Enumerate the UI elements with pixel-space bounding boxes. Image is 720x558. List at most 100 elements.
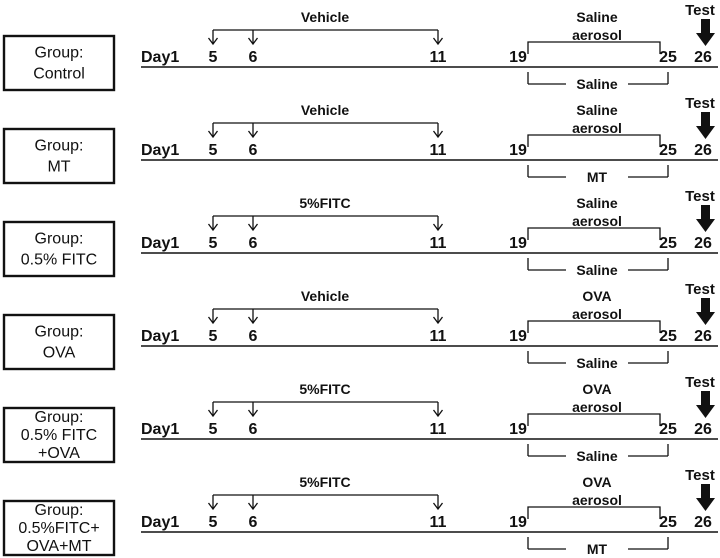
- day-label-25: 25: [659, 328, 677, 345]
- day-label-19: 19: [509, 328, 527, 345]
- aerosol-label-line: aerosol: [572, 27, 622, 43]
- aerosol-bracket: [527, 506, 661, 519]
- injection-arrow-head: [247, 409, 259, 418]
- treatment-label: Saline: [576, 448, 617, 464]
- aerosol-bracket: [527, 320, 661, 333]
- aerosol-label-line: aerosol: [572, 492, 622, 508]
- day-label-11: 11: [430, 142, 447, 159]
- test-arrow-shaft: [701, 205, 710, 221]
- group-label-line: Group:: [35, 138, 84, 155]
- injection-arrow-head: [432, 409, 444, 418]
- group-label-line: 0.5%FITC+: [18, 520, 99, 537]
- day-label-26: 26: [694, 49, 712, 66]
- aerosol-bracket: [527, 134, 661, 147]
- day-label-6: 6: [249, 514, 258, 531]
- aerosol-label-line: aerosol: [572, 120, 622, 136]
- sensitization-label: 5%FITC: [299, 195, 350, 211]
- day-label-11: 11: [430, 421, 447, 438]
- group-label-line: MT: [47, 159, 70, 176]
- day-label-25: 25: [659, 421, 677, 438]
- group-label-box: [2, 406, 116, 464]
- aerosol-label-line: Saline: [576, 195, 617, 211]
- day-label-26: 26: [694, 142, 712, 159]
- day-label-6: 6: [249, 235, 258, 252]
- group-label-line: OVA+MT: [26, 538, 91, 555]
- injection-arrow-head: [432, 130, 444, 139]
- injection-arrow-head: [207, 316, 219, 325]
- aerosol-bracket: [527, 41, 661, 54]
- sensitization-label: Vehicle: [301, 102, 349, 118]
- day-label-19: 19: [509, 235, 527, 252]
- group-label-line: Group:: [35, 409, 84, 426]
- test-arrow-shaft: [701, 484, 710, 500]
- aerosol-bracket: [527, 227, 661, 240]
- day-label-5: 5: [209, 421, 218, 438]
- test-arrow-shaft: [701, 391, 710, 407]
- test-arrow-shaft: [701, 112, 710, 128]
- day-label-5: 5: [209, 235, 218, 252]
- test-label: Test: [685, 188, 715, 205]
- test-arrow-head: [696, 126, 715, 139]
- day-label-5: 5: [209, 328, 218, 345]
- injection-arrow-head: [207, 502, 219, 511]
- day-label-6: 6: [249, 142, 258, 159]
- injection-arrow-head: [432, 502, 444, 511]
- test-arrow-shaft: [701, 298, 710, 314]
- day-label-11: 11: [430, 235, 447, 252]
- sensitization-label: Vehicle: [301, 288, 349, 304]
- day-label-26: 26: [694, 421, 712, 438]
- test-label: Test: [685, 467, 715, 484]
- test-arrow-head: [696, 219, 715, 232]
- test-arrow-head: [696, 405, 715, 418]
- day-label-19: 19: [509, 514, 527, 531]
- sensitization-label: Vehicle: [301, 9, 349, 25]
- injection-arrow-head: [247, 37, 259, 46]
- day-label-26: 26: [694, 514, 712, 531]
- test-arrow-head: [696, 498, 715, 511]
- injection-arrow-head: [247, 130, 259, 139]
- day-label-11: 11: [430, 328, 447, 345]
- aerosol-label-line: Saline: [576, 102, 617, 118]
- injection-arrow-head: [247, 502, 259, 511]
- aerosol-label-line: OVA: [582, 474, 611, 490]
- day-label-19: 19: [509, 421, 527, 438]
- aerosol-bracket: [527, 413, 661, 426]
- test-label: Test: [685, 2, 715, 19]
- group-label-line: OVA: [43, 345, 76, 362]
- day1-label: Day1: [141, 235, 179, 252]
- day-label-6: 6: [249, 421, 258, 438]
- injection-arrow-head: [432, 37, 444, 46]
- day-label-5: 5: [209, 142, 218, 159]
- day1-label: Day1: [141, 49, 179, 66]
- day1-label: Day1: [141, 421, 179, 438]
- day-label-19: 19: [509, 49, 527, 66]
- treatment-label: MT: [587, 169, 608, 185]
- injection-arrow-head: [207, 409, 219, 418]
- aerosol-label-line: OVA: [582, 381, 611, 397]
- group-label-line: Group:: [35, 324, 84, 341]
- group-label-box: [2, 34, 116, 92]
- group-label-line: Group:: [35, 231, 84, 248]
- day-label-5: 5: [209, 49, 218, 66]
- injection-arrow-head: [207, 130, 219, 139]
- day-label-11: 11: [430, 514, 447, 531]
- day-label-25: 25: [659, 49, 677, 66]
- treatment-label: Saline: [576, 262, 617, 278]
- test-arrow-shaft: [701, 19, 710, 35]
- test-label: Test: [685, 95, 715, 112]
- test-arrow-head: [696, 312, 715, 325]
- day-label-26: 26: [694, 328, 712, 345]
- aerosol-label-line: aerosol: [572, 213, 622, 229]
- group-label-line: +OVA: [38, 445, 80, 462]
- day1-label: Day1: [141, 328, 179, 345]
- group-label-line: 0.5% FITC: [21, 427, 97, 444]
- day1-label: Day1: [141, 142, 179, 159]
- day-label-25: 25: [659, 235, 677, 252]
- aerosol-label-line: aerosol: [572, 399, 622, 415]
